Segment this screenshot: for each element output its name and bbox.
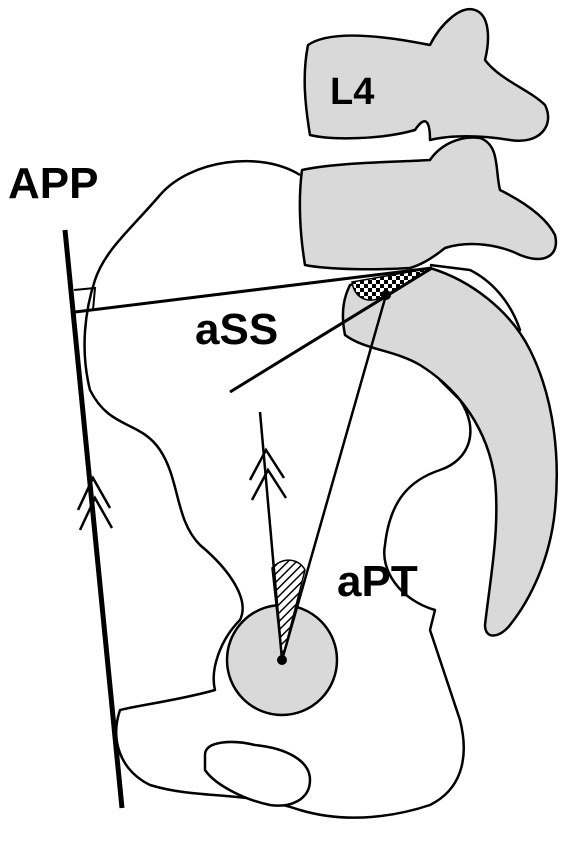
pelvis-outline — [85, 161, 520, 818]
apt-label: aPT — [337, 560, 418, 604]
l5-vertebra — [300, 137, 556, 269]
hip-center-point — [277, 655, 287, 665]
app-label: APP — [8, 162, 98, 206]
l4-label: L4 — [330, 73, 374, 111]
ass-label: aSS — [195, 308, 278, 352]
sacral-endplate-point — [381, 290, 391, 300]
app-line — [65, 230, 122, 808]
